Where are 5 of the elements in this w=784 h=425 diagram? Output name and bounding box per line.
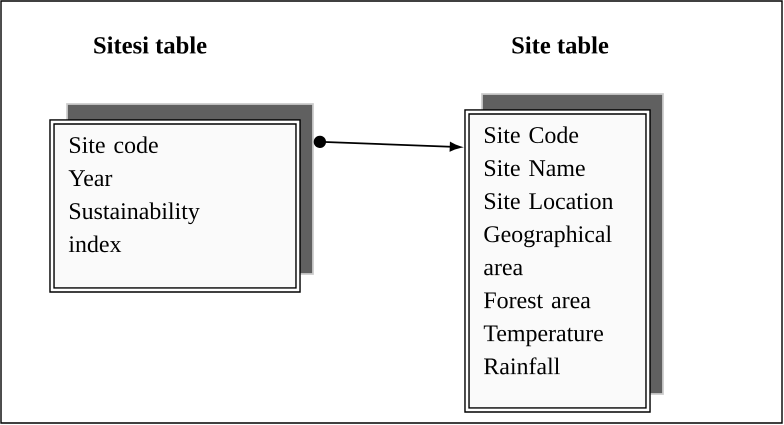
table-heading: Site table	[512, 36, 608, 54]
table-heading: Sitesi table	[94, 36, 206, 54]
arrow	[314, 136, 462, 152]
table-box: Site code Year Sustainability index	[49, 103, 314, 293]
table-box: Site Code Site Name Site Location Geographical area Forest area Temperature Rainfall	[464, 93, 664, 413]
